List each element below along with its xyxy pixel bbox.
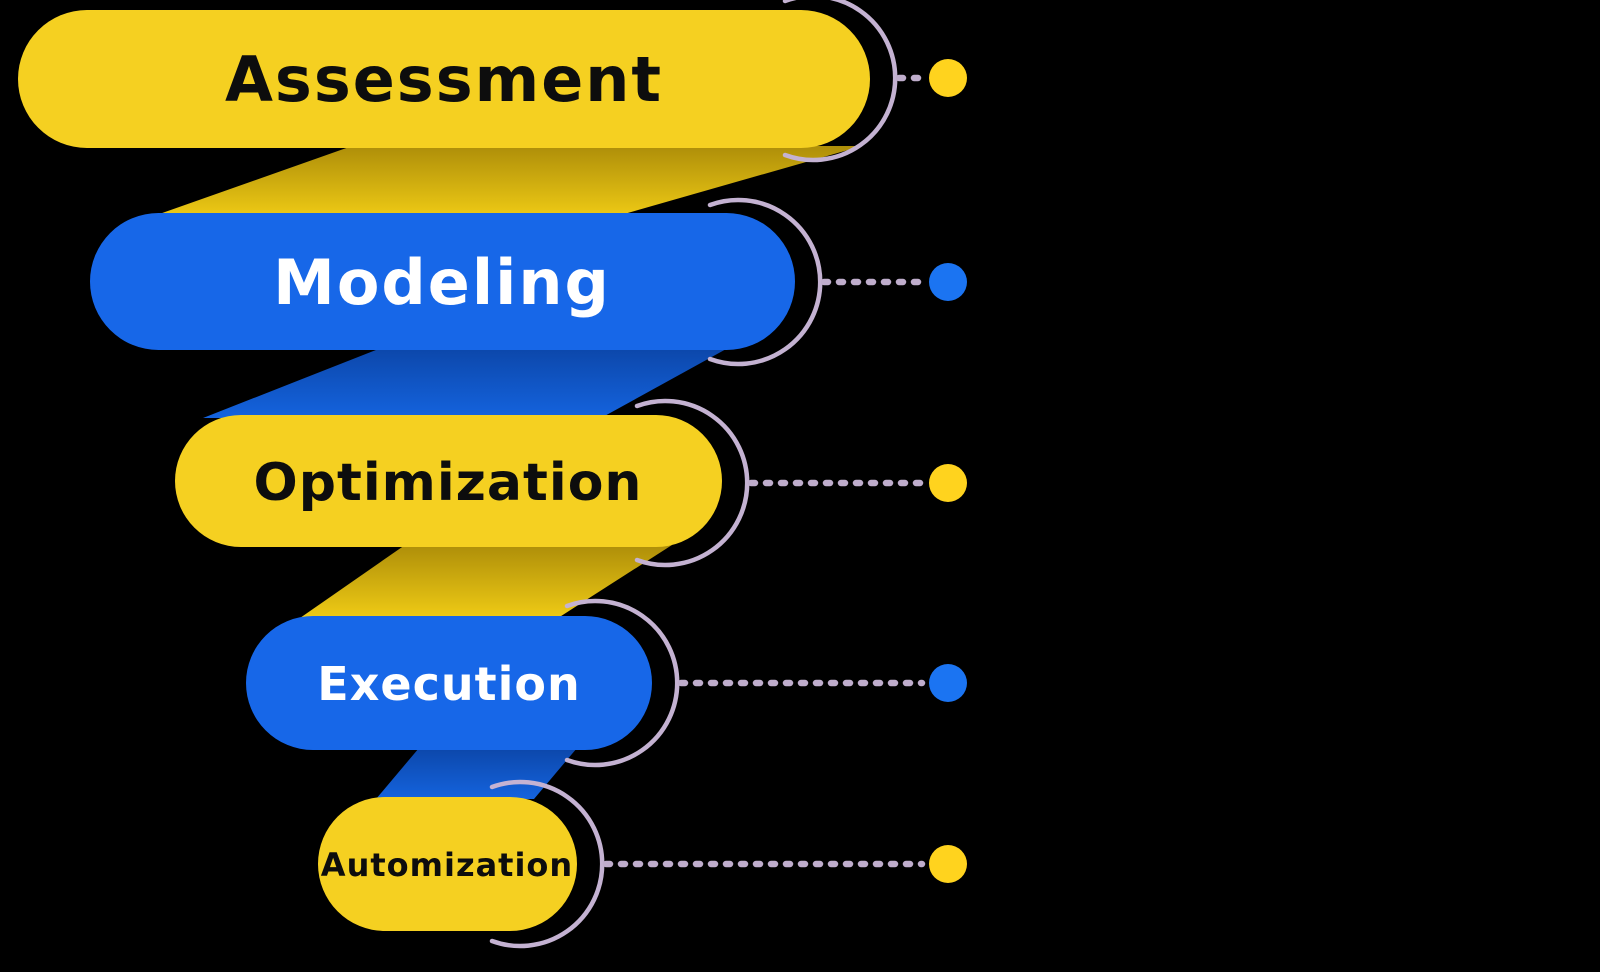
ribbon-execution-automization [376,748,577,799]
stage-assessment-label: Assessment [225,43,663,116]
stage-automization-label: Automization [321,846,573,884]
stage-modeling-dot [929,263,967,301]
stage-execution: Execution [246,616,967,750]
stage-optimization-label: Optimization [254,453,643,513]
stage-automization: Automization [318,797,967,931]
stage-assessment: Assessment [18,10,967,148]
stage-arcs [489,0,898,949]
stage-execution-label: Execution [317,657,580,711]
stage-modeling: Modeling [90,213,967,350]
stage-assessment-dot [929,59,967,97]
stage-execution-arc [564,598,680,768]
stage-modeling-arc [707,197,823,367]
stage-optimization: Optimization [175,415,967,547]
ribbon-optimization-execution [300,545,672,618]
stage-optimization-arc [634,398,750,568]
stage-automization-pill [318,797,577,931]
ribbon-assessment-modeling [148,146,862,218]
stage-modeling-pill [90,213,795,350]
stage-assessment-pill [18,10,870,148]
stage-assessment-arc [782,0,898,163]
stage-automization-arc [489,779,605,949]
stage-automization-dot [929,845,967,883]
stage-execution-dot [929,664,967,702]
stage-execution-pill [246,616,652,750]
stage-optimization-pill [175,415,722,547]
ribbon-modeling-optimization [203,348,728,418]
stage-optimization-dot [929,464,967,502]
stage-modeling-label: Modeling [273,246,611,319]
